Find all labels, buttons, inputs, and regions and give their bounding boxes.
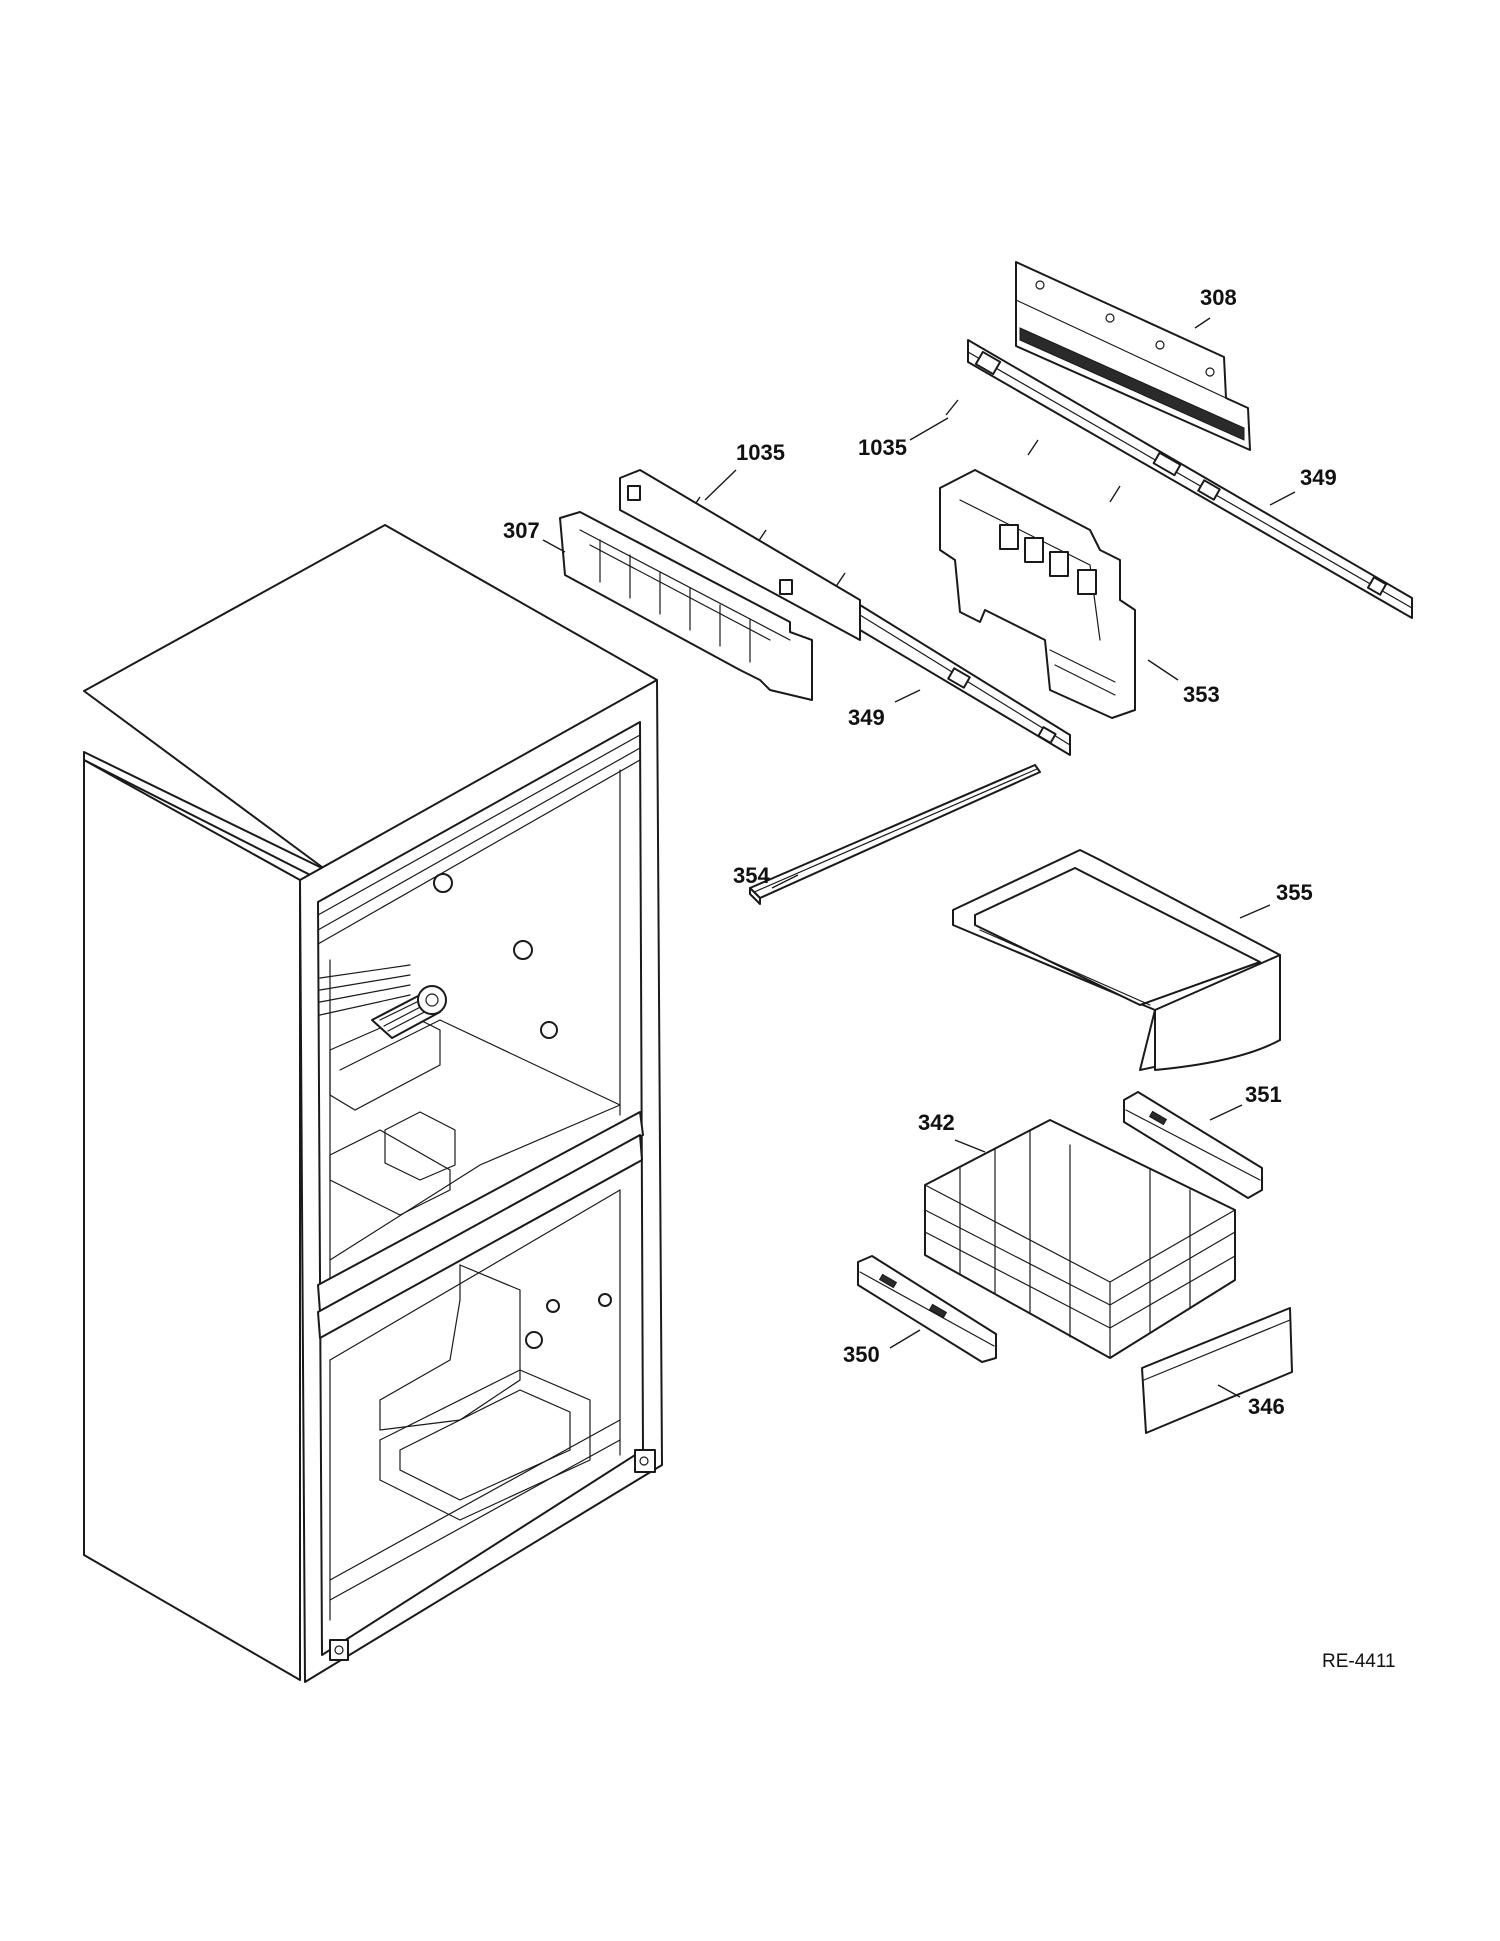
part-355-pan — [952, 849, 1281, 1071]
part-342-wire-basket — [924, 1119, 1236, 1359]
callout-353: 353 — [1183, 682, 1220, 707]
callout-308: 308 — [1200, 285, 1237, 310]
leader-308 — [1194, 317, 1211, 329]
callout-349-right: 349 — [1300, 465, 1337, 490]
part-351-drawer-slide-right — [1123, 1091, 1263, 1199]
leader-353 — [1147, 659, 1179, 681]
callout-354: 354 — [733, 863, 770, 888]
part-349-slide-rail-left — [619, 469, 1071, 756]
leader-346 — [1217, 1384, 1241, 1398]
callout-351: 351 — [1245, 1082, 1282, 1107]
callout-349-left: 349 — [848, 705, 885, 730]
part-353-drawer-support — [939, 469, 1136, 719]
leader-350 — [889, 1329, 921, 1349]
leader-307 — [542, 539, 566, 553]
callout-346: 346 — [1248, 1394, 1285, 1419]
callout-355: 355 — [1276, 880, 1313, 905]
leader-1035-left — [704, 469, 737, 501]
part-346-basket-front-trim — [1141, 1307, 1293, 1434]
leader-1035-right — [909, 417, 949, 441]
leader-342 — [954, 1139, 986, 1153]
callout-1035-right: 1035 — [858, 435, 907, 460]
part-308-rail-cover — [1015, 261, 1251, 451]
callout-1035-left: 1035 — [736, 440, 785, 465]
part-349-slide-rail-right — [967, 339, 1413, 619]
callout-350: 350 — [843, 1342, 880, 1367]
leader-349-left — [894, 689, 921, 703]
leader-354 — [771, 874, 799, 889]
diagram-reference-code: RE-4411 — [1322, 1651, 1396, 1672]
callout-307: 307 — [503, 518, 540, 543]
leader-349-right — [1269, 491, 1296, 506]
refrigerator-cabinet — [83, 524, 663, 1683]
leader-351 — [1209, 1104, 1243, 1121]
leader-355 — [1239, 904, 1271, 919]
callout-342: 342 — [918, 1110, 955, 1135]
part-350-drawer-slide-left — [857, 1255, 997, 1363]
part-307-rail-bracket-left — [559, 511, 813, 701]
part-354-crossbar — [749, 764, 1041, 905]
